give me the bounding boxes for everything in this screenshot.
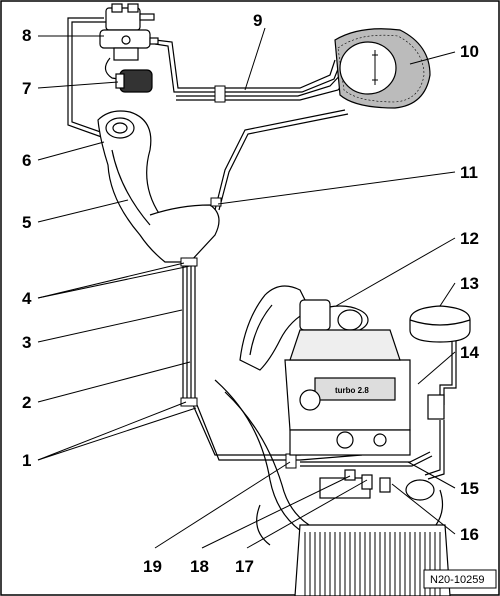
callout-7: 7 — [22, 79, 31, 98]
callout-18: 18 — [190, 557, 209, 576]
callout-11: 11 — [460, 163, 478, 182]
callout-10: 10 — [460, 42, 479, 61]
solenoid-valve-assembly — [99, 3, 159, 61]
callout-1: 1 — [22, 451, 31, 470]
callout-2: 2 — [22, 393, 31, 412]
callout-9: 9 — [253, 11, 262, 30]
engine-badge: turbo 2.8 — [335, 386, 369, 395]
intercooler — [294, 524, 451, 596]
callout-14: 14 — [460, 343, 479, 362]
air-duct — [97, 110, 220, 263]
callout-15: 15 — [460, 479, 479, 498]
callout-17: 17 — [235, 557, 254, 576]
hose-connectors — [180, 85, 297, 469]
callout-13: 13 — [460, 274, 479, 293]
reference-code: N20-10259 — [430, 574, 484, 586]
engine-block — [214, 285, 445, 549]
callout-3: 3 — [22, 333, 31, 352]
leader-lines — [37, 27, 456, 549]
callout-6: 6 — [22, 151, 31, 170]
callout-16: 16 — [460, 525, 479, 544]
valve-7 — [104, 57, 153, 93]
callout-12: 12 — [460, 229, 479, 248]
reference-code-box — [423, 569, 497, 589]
charcoal-canister — [334, 28, 431, 109]
vacuum-reservoir — [409, 305, 471, 343]
callout-5: 5 — [22, 213, 31, 232]
callout-8: 8 — [22, 26, 31, 45]
callout-19: 19 — [143, 557, 162, 576]
callout-4: 4 — [22, 289, 32, 308]
